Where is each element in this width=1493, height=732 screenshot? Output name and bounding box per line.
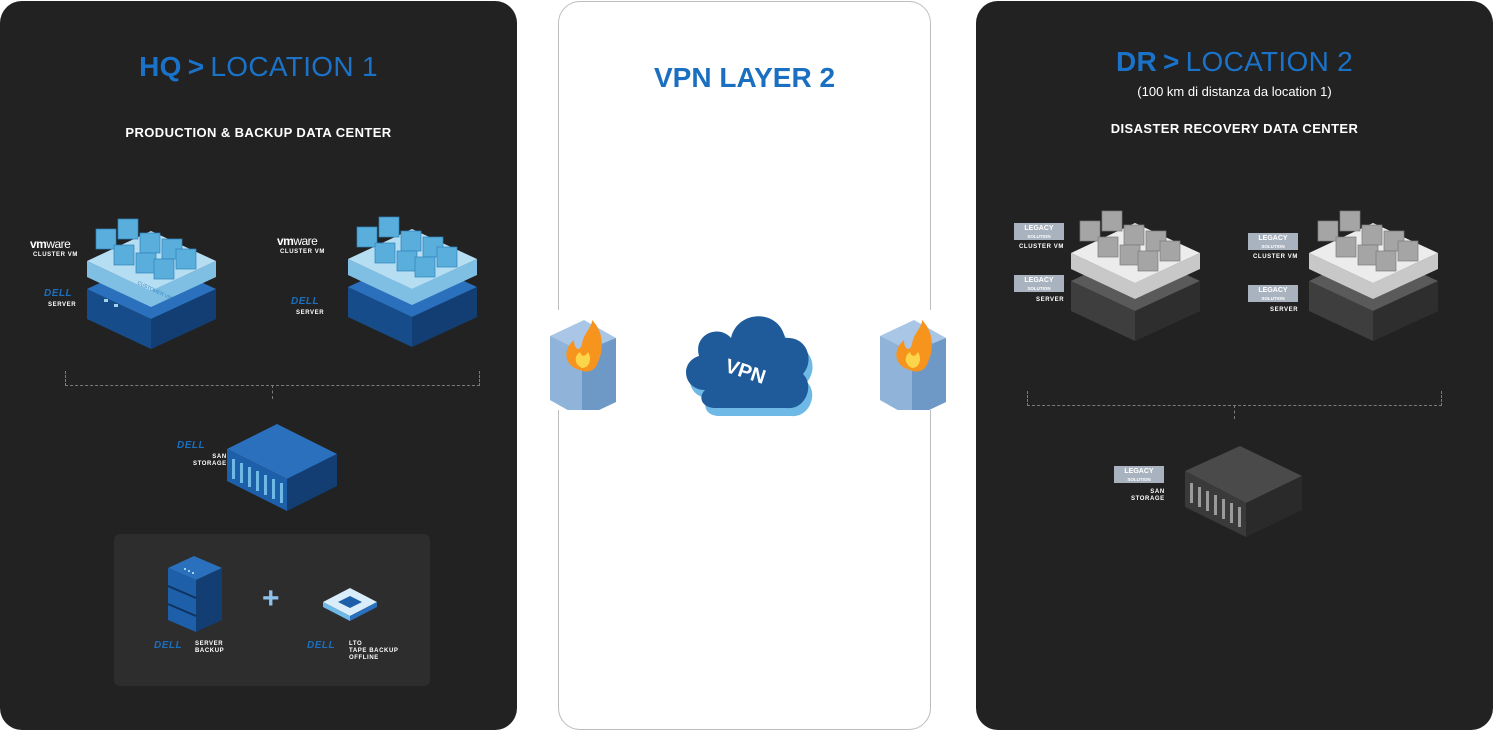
vpn-title: VPN LAYER 2 [653, 62, 836, 93]
dell-logo: DELL [291, 296, 320, 307]
vmware-logo: vmware [30, 237, 71, 251]
server-icon [1309, 210, 1438, 341]
dr-title: DR>LOCATION 2 [1115, 46, 1354, 77]
cluster-vm-label: CLUSTER VM [1019, 244, 1064, 250]
cluster-vm-label: CLUSTER VM [280, 249, 325, 255]
san-storage-icon [227, 424, 337, 511]
dr-panel: DR>LOCATION 2 (100 km di distanza da loc… [976, 1, 1493, 730]
dr-note: (100 km di distanza da location 1) [1137, 84, 1332, 99]
plus-sign: + [262, 582, 280, 615]
server-label: SERVER [1036, 297, 1065, 303]
server-icon [1071, 210, 1200, 341]
server-label: SERVER [296, 310, 325, 316]
hq-subtitle: PRODUCTION & BACKUP DATA CENTER [125, 125, 392, 140]
connector-line [65, 371, 480, 386]
vpn-cloud-icon: VPN [686, 316, 813, 417]
cluster-vm-label: CLUSTER VM [33, 252, 78, 258]
connector-tick [1234, 405, 1235, 419]
connector-line [1027, 391, 1442, 406]
dell-logo: DELL [154, 640, 183, 651]
dr-subtitle: DISASTER RECOVERY DATA CENTER [1110, 121, 1359, 136]
tape-backup-icon [323, 588, 377, 621]
hq-panel: HQ>LOCATION 1 PRODUCTION & BACKUP DATA C… [0, 1, 517, 730]
dell-logo: DELL [177, 440, 206, 451]
connector-tick [272, 385, 273, 399]
server-icon [348, 216, 477, 347]
server-label: SERVER [48, 302, 77, 308]
dell-logo: DELL [44, 288, 73, 299]
san-storage-icon [1185, 446, 1302, 537]
firewall-icon [544, 310, 624, 410]
hq-title: HQ>LOCATION 1 [139, 51, 378, 82]
firewall-icon [874, 310, 954, 410]
backup-server-icon [167, 556, 222, 632]
cluster-vm-label: CLUSTER VM [1253, 254, 1298, 260]
dell-logo: DELL [307, 640, 336, 651]
vmware-logo: vmware [277, 234, 318, 248]
server-label: SERVER [1270, 307, 1299, 313]
server-icon: CUSTOMER VM [87, 218, 216, 349]
